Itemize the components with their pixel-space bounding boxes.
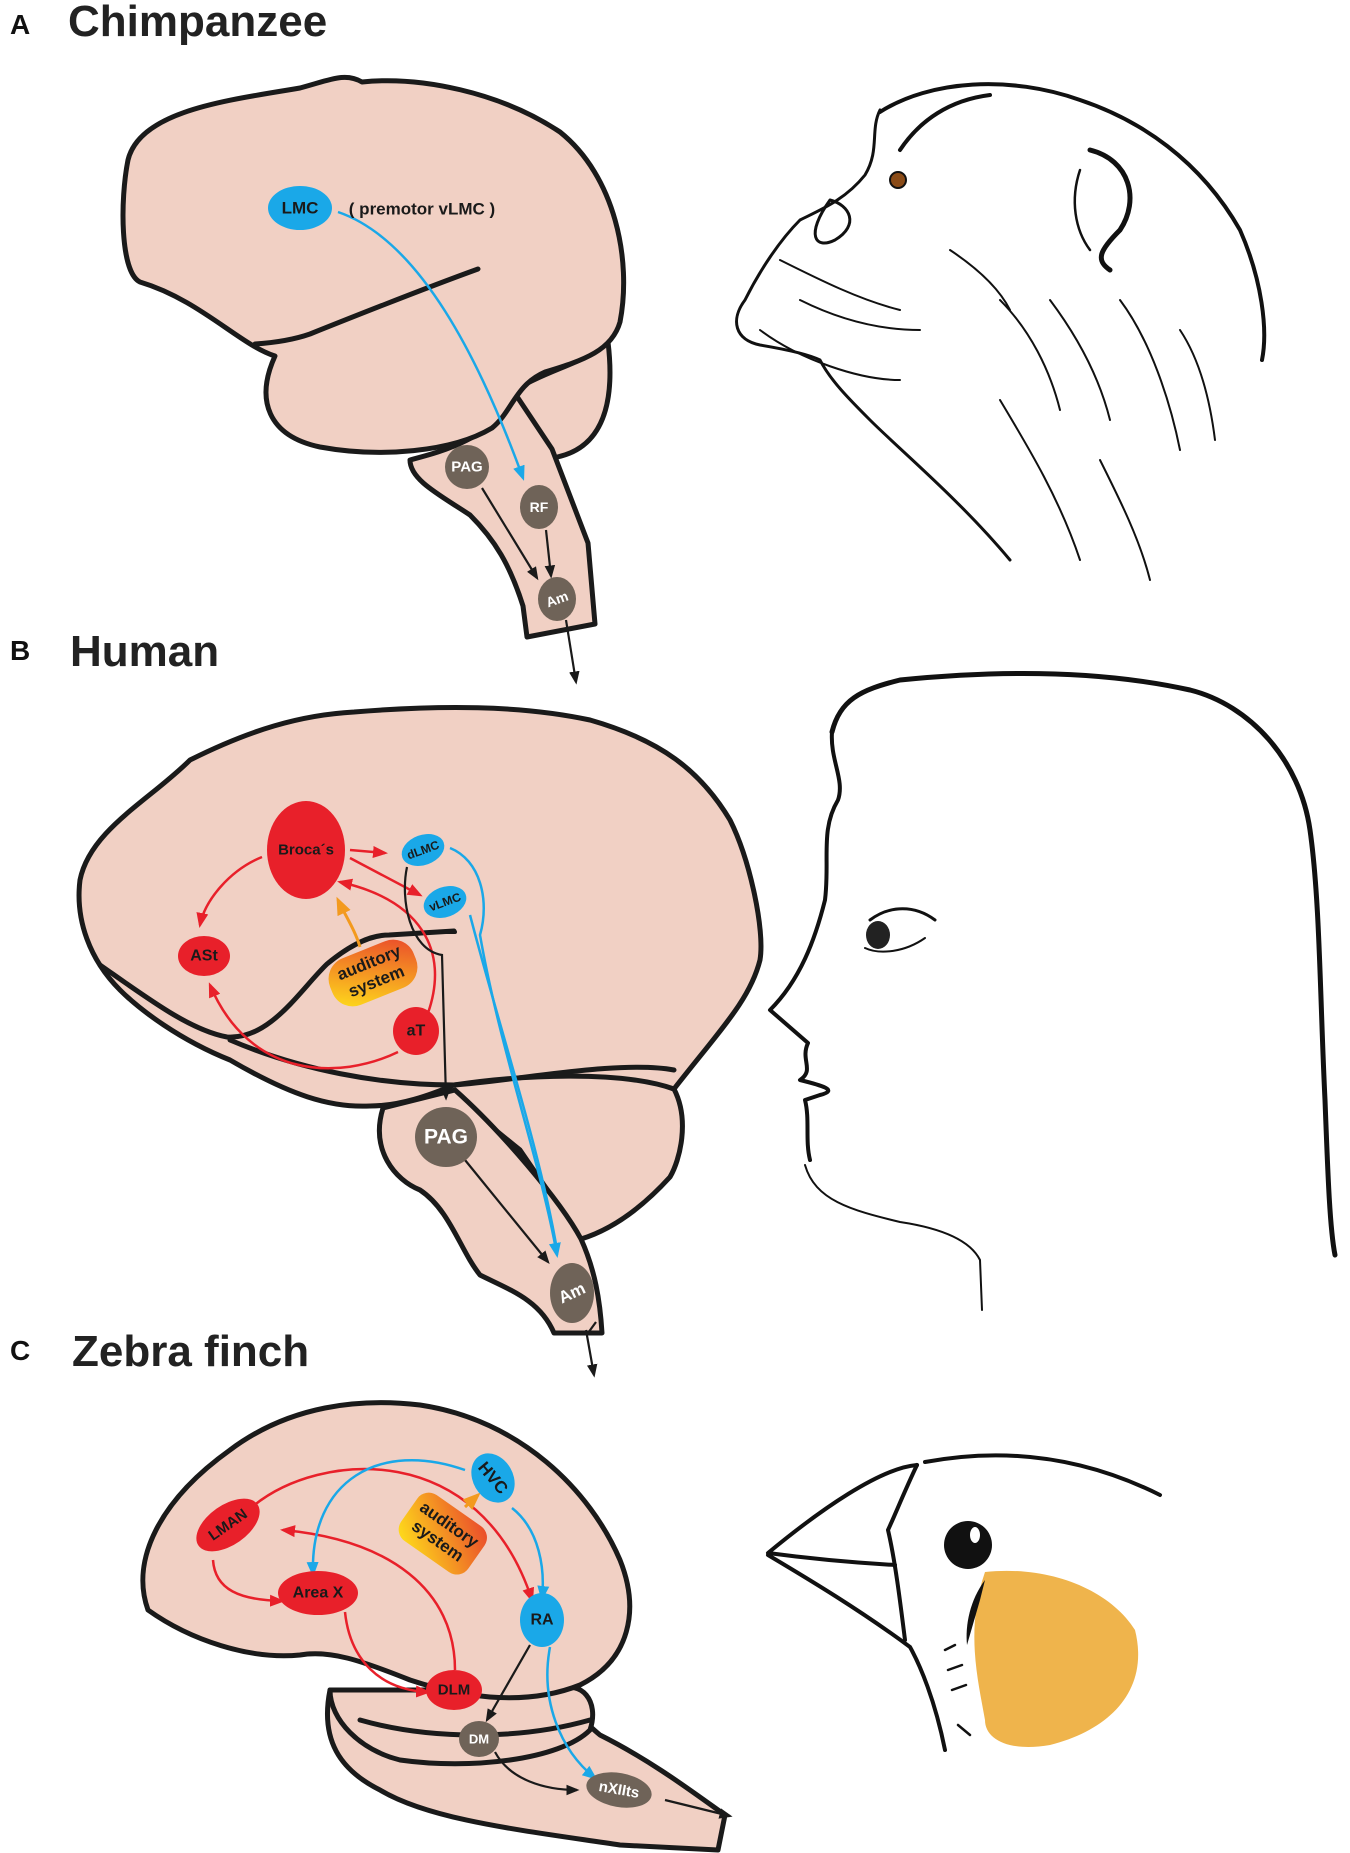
panel-b: B Human Broca´s dLMC vLMC ASt auditory s… [10, 627, 1338, 1375]
node-dm [459, 1721, 499, 1757]
arrow-am-out [586, 1321, 596, 1375]
label-dm: DM [469, 1732, 489, 1747]
panel-letter: A [10, 9, 30, 40]
arrow-lman-to-areax [211, 1559, 285, 1607]
arrow-ra-to-dm [485, 1644, 531, 1723]
arrow-lmc-to-rf [337, 210, 525, 481]
arrow-at-to-ast [208, 982, 399, 1070]
arrow-auditory-to-hvc [462, 1492, 481, 1511]
arrow-lman-to-ra [251, 1467, 534, 1603]
label-lmc: LMC [282, 199, 319, 218]
label-lmc-note: ( premotor vLMC ) [349, 200, 495, 219]
label-am: Am [544, 588, 571, 611]
arrow-ra-to-nxiits [546, 1646, 598, 1780]
arrow-at-to-broca [337, 878, 437, 1014]
arrow-dlm-to-lman [280, 1525, 457, 1671]
human-lateral-sulcus [97, 928, 457, 1040]
node-am [550, 1263, 594, 1323]
arrow-am-out [564, 619, 580, 685]
finch-optic-lobe [327, 1684, 596, 1767]
panel-letter: C [10, 1335, 30, 1366]
panel-c: C Zebra finch HVC LMAN Area X auditory s… [10, 1327, 1162, 1853]
node-ra [520, 1593, 564, 1647]
label-ast: ASt [190, 948, 218, 965]
human-head-drawing [768, 670, 1338, 1311]
node-am [538, 577, 576, 621]
chimp-sulcus [252, 266, 481, 347]
arrow-rf-to-am [544, 529, 556, 579]
arrow-nxiits-out [664, 1798, 733, 1819]
label-dlm: DLM [438, 1682, 471, 1699]
node-pag [415, 1107, 477, 1167]
panel-title: Chimpanzee [68, 0, 327, 46]
node-area-x [278, 1571, 358, 1615]
node-rf [520, 485, 558, 529]
node-nxiits [586, 1772, 652, 1808]
node-vlmc [423, 886, 467, 918]
arrow-broca-to-vlmc [349, 856, 423, 897]
node-auditory-system: auditory system [328, 939, 418, 1007]
label-ra: RA [530, 1612, 554, 1629]
arrow-hvc-to-areax [306, 1458, 466, 1577]
label-broca: Broca´s [278, 842, 334, 859]
node-ast [178, 936, 230, 976]
arrow-auditory-to-broca [336, 896, 362, 948]
arrow-broca-to-ast [196, 855, 263, 928]
node-at [393, 1007, 439, 1055]
arrow-pag-to-am [481, 487, 539, 581]
arrow-lmc-to-pag [403, 866, 451, 1101]
arrow-dm-to-nxiits [494, 1751, 580, 1796]
panel-title: Zebra finch [72, 1327, 309, 1376]
panel-letter: B [10, 635, 30, 666]
label-area-x: Area X [293, 1585, 344, 1602]
node-pag [445, 445, 489, 489]
arrow-pag-to-am [464, 1159, 550, 1265]
node-dlm [426, 1670, 482, 1710]
zebra-finch-head-drawing [766, 1453, 1162, 1752]
node-dlmc [401, 834, 445, 866]
chimpanzee-head-drawing [735, 82, 1267, 581]
label-rf: RF [530, 499, 549, 515]
panel-title: Human [70, 627, 219, 676]
arrow-areax-to-dlm [343, 1611, 431, 1698]
node-lmc [268, 186, 332, 230]
label-pag: PAG [451, 459, 482, 476]
node-lman [196, 1498, 260, 1552]
arrow-vlmc-to-am [468, 914, 559, 1251]
node-hvc [471, 1453, 515, 1503]
panel-a: A Chimpanzee LMC ( premotor vLMC ) PAG R… [10, 0, 1267, 685]
label-nxiits: nXIIts [597, 1778, 640, 1802]
arrow-broca-to-dlmc [349, 845, 388, 858]
label-pag: PAG [424, 1126, 468, 1149]
arrow-hvc-to-ra [511, 1507, 550, 1601]
label-at: aT [407, 1023, 426, 1040]
node-broca [267, 801, 345, 899]
human-cerebrum [76, 705, 764, 1109]
chimp-cerebrum [120, 74, 627, 455]
